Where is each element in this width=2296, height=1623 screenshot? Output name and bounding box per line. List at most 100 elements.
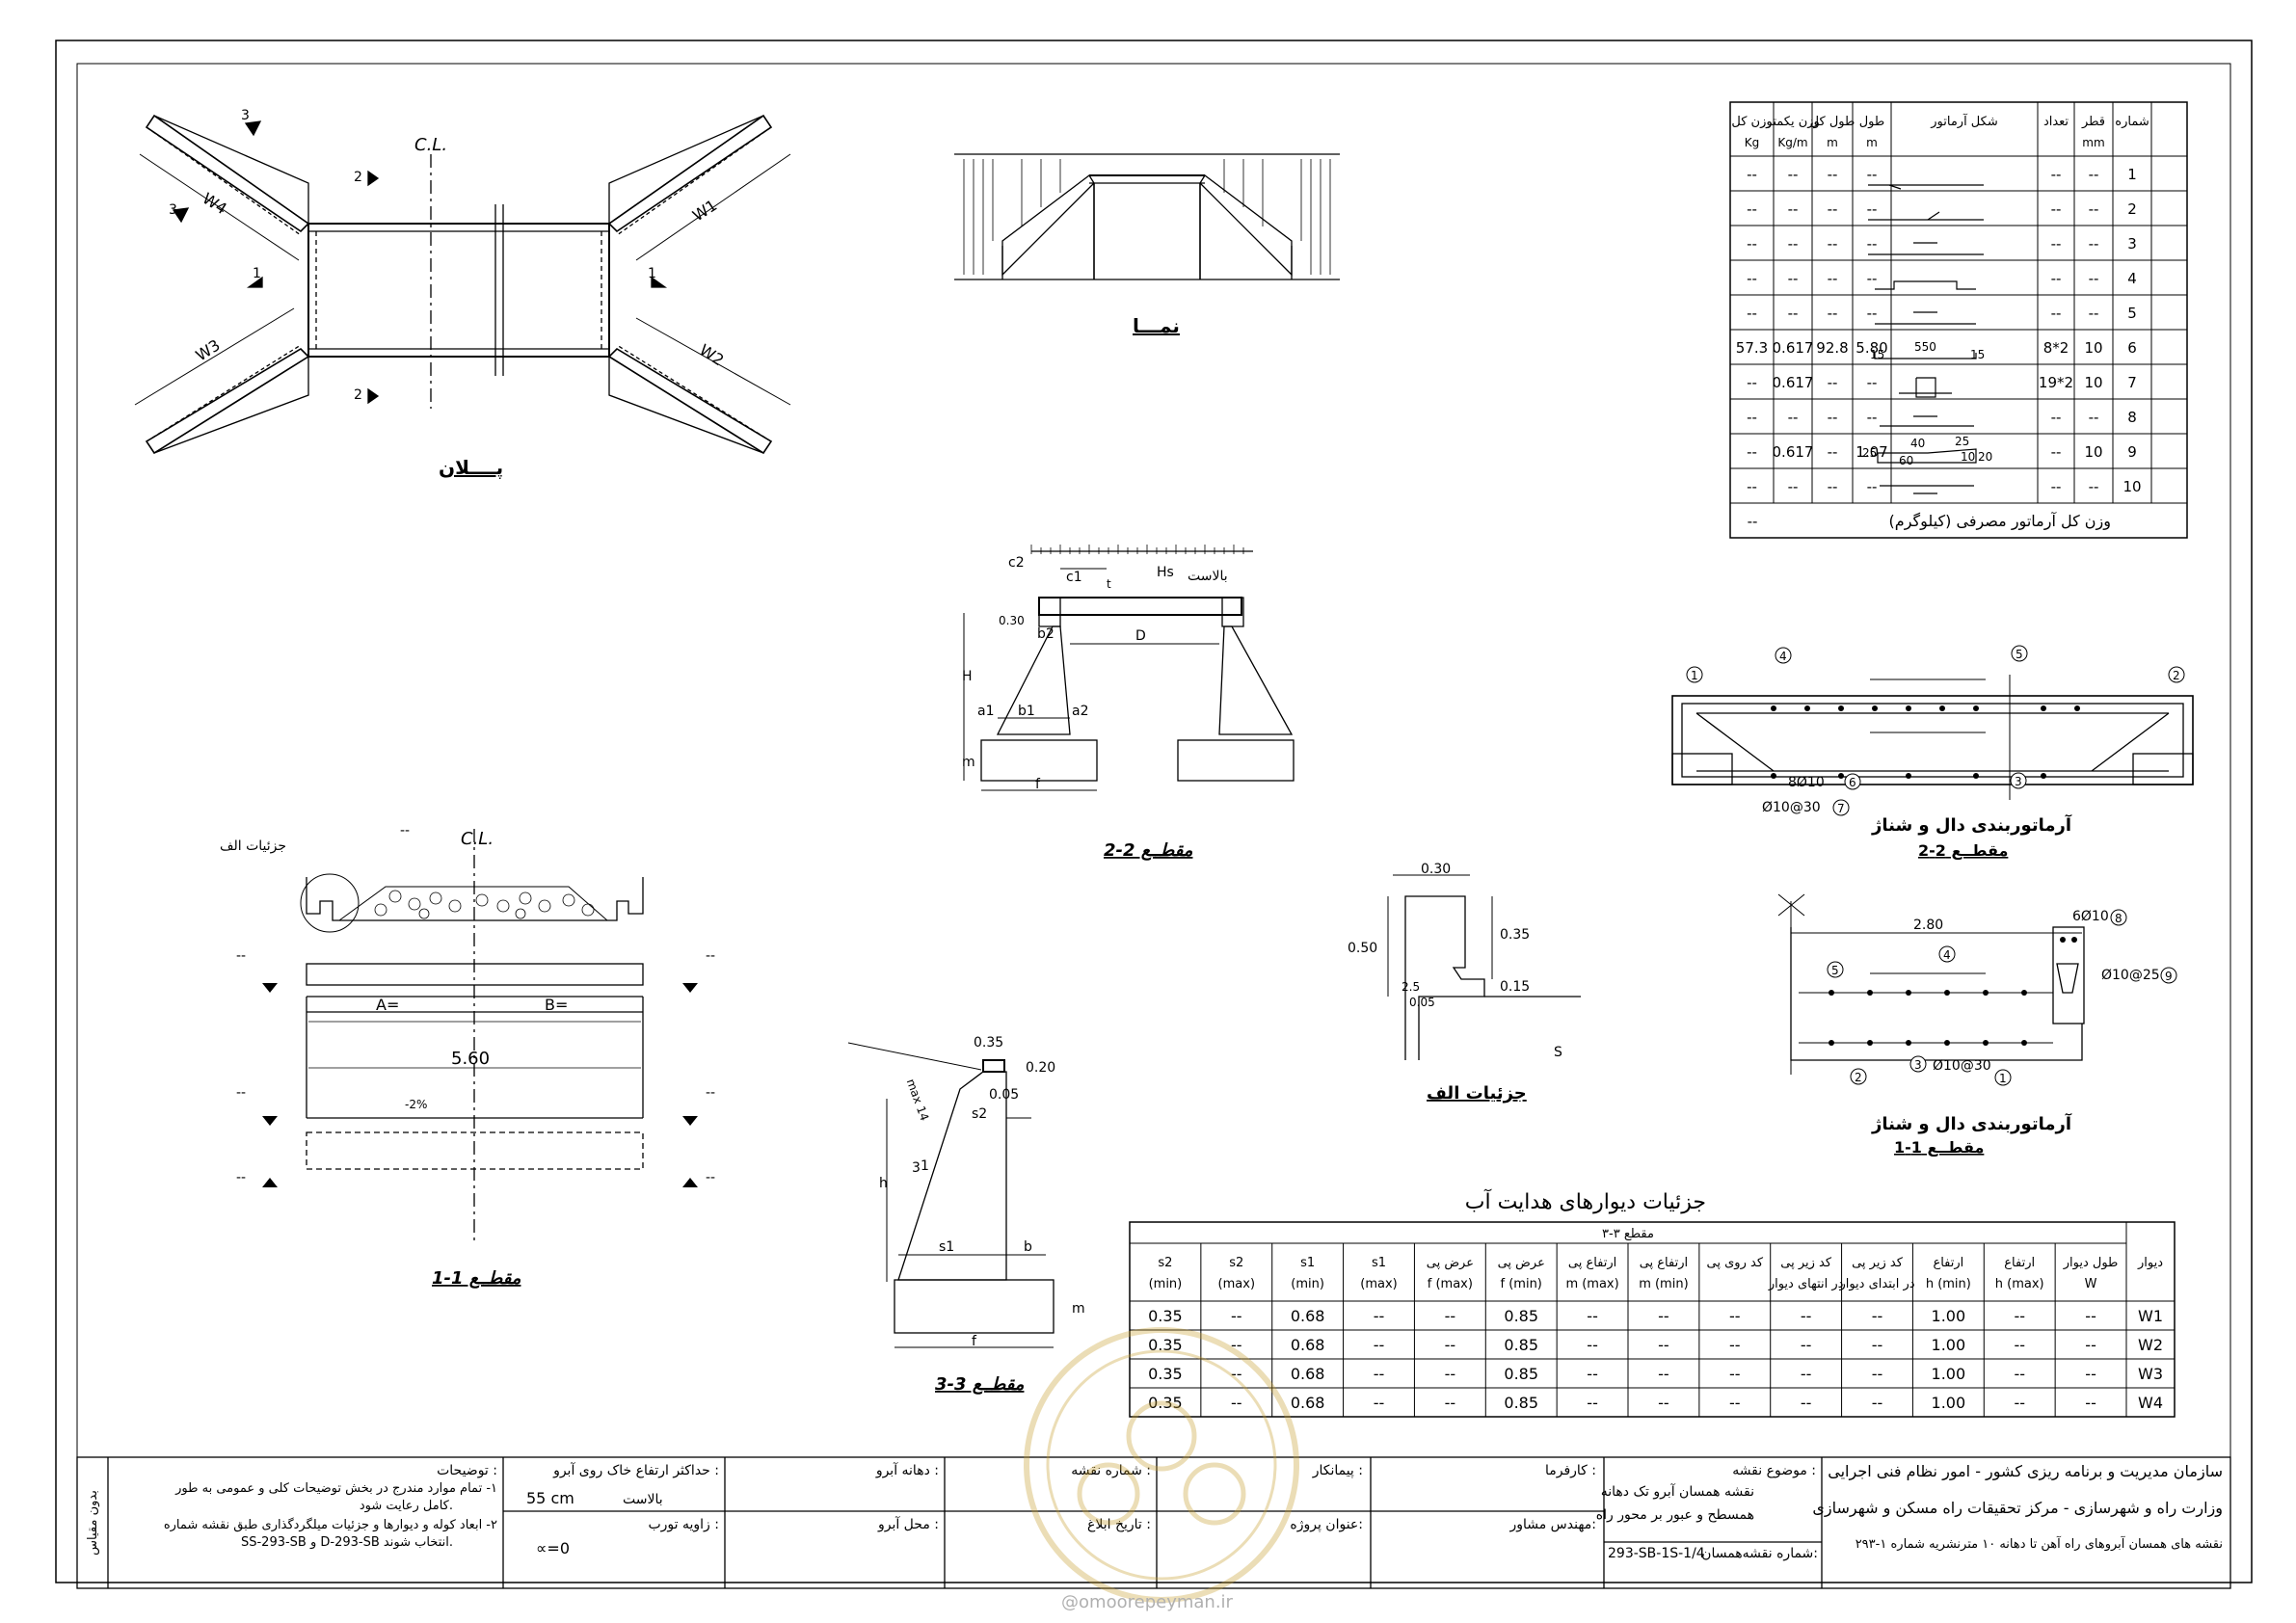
detail-a-label-S: S [1554, 1045, 1562, 1060]
rebar-table-cell: -- [2051, 443, 2062, 461]
rebar-total-value: -- [1748, 513, 1758, 530]
walls-table-cell: -- [1445, 1307, 1456, 1325]
title-org-line1: سازمان مدیریت و برنامه ریزی کشور - امور … [1828, 1462, 2223, 1481]
walls-header-cell: عرض پی [1498, 1256, 1545, 1270]
section-33-title: مقطــع 3-3 [935, 1374, 1025, 1395]
section-22-label-c1: c1 [1066, 570, 1082, 585]
walls-table-cell: -- [2014, 1336, 2025, 1354]
walls-table-cell: -- [1872, 1365, 1883, 1383]
rebar-table-cell: -- [2051, 200, 2062, 218]
walls-header-cell: دیوار [2137, 1256, 2163, 1270]
rebar-table-cell: -- [1747, 235, 1757, 253]
walls-table-cell: 0.35 [1148, 1336, 1183, 1354]
walls-table-cell: -- [1374, 1307, 1385, 1325]
walls-header-unit: m (max) [1565, 1277, 1618, 1291]
rebar-table-cell: 57.3 [1736, 339, 1768, 357]
slab-22-bars [1771, 705, 2080, 779]
slab-11-title1: آرماتوربندی دال و شناژ [1871, 1112, 2072, 1134]
title-consultant: مهندس مشاور: [1508, 1517, 1596, 1532]
title-skew-value: ∝=0 [536, 1539, 570, 1557]
title-employer: کارفرما : [1545, 1463, 1596, 1478]
walls-table-cell: 1.00 [1932, 1394, 1966, 1412]
walls-table-cell: -- [1658, 1394, 1669, 1412]
title-location: محل آبرو : [877, 1516, 939, 1532]
walls-table-cell: -- [2014, 1394, 2025, 1412]
rebar-header-unit: mm [2082, 136, 2104, 149]
rebar-table-cell: -- [1867, 200, 1878, 218]
walls-table-cell: 0.35 [1148, 1365, 1183, 1383]
rebar-table-cell: 4 [2127, 270, 2137, 287]
section-11-level-right-3: -- [706, 1170, 715, 1185]
walls-table-cell: -- [2014, 1365, 2025, 1383]
section-22-title: مقطــع 2-2 [1104, 840, 1193, 861]
detail-a-label-030: 0.30 [1421, 862, 1451, 877]
plan-cut-2-bottom: 2 [354, 387, 362, 403]
rebar-table-cell: -- [2089, 478, 2099, 495]
slab-22-view [1671, 675, 2194, 800]
rebar-table-cell: 8*2 [2043, 339, 2069, 357]
walls-header-unit: W [2085, 1277, 2097, 1291]
rebar-table-cell: -- [1867, 478, 1878, 495]
rebar-table-cell: -- [2051, 270, 2062, 287]
rebar-header-cell: شماره [2115, 115, 2149, 129]
slab-22-callout-5: 5 [2016, 648, 2023, 661]
walls-header-cell: کد زیر پی [1852, 1256, 1904, 1270]
outer-frame [55, 40, 2253, 1583]
rebar-table-cell: -- [1867, 409, 1878, 426]
title-std-no: 293-SB-1S-1/4 [1608, 1546, 1705, 1561]
slab-22-callout-6: 6 [1849, 776, 1856, 789]
section-22-label-H: H [962, 669, 973, 684]
walls-table-cell: -- [1374, 1336, 1385, 1354]
walls-table-cell: -- [1872, 1394, 1883, 1412]
slab-22-bar7: Ø10@30 [1762, 800, 1821, 815]
walls-header-cell: s1 [1372, 1256, 1386, 1270]
title-org-line3: نقشه های همسان آبروهای راه آهن تا دهانه … [1855, 1535, 2223, 1552]
rebar-table-cell: -- [1788, 409, 1799, 426]
walls-table-cell: -- [1587, 1365, 1598, 1383]
section-33-view [847, 1042, 1055, 1348]
rebar-table-cell: 5.80 [1855, 339, 1887, 357]
section-33-label-035: 0.35 [974, 1035, 1003, 1051]
walls-table-cell: -- [1729, 1336, 1741, 1354]
walls-table-cell: -- [2085, 1394, 2096, 1412]
rebar-table-cell: 1.07 [1855, 443, 1887, 461]
rebar-shape9-d: 60 [1899, 454, 1913, 467]
rebar-table-cell: -- [1747, 443, 1757, 461]
plan-cut-1-right: 1 [648, 266, 656, 281]
section-11-ballast-stones [374, 890, 595, 919]
slab-11-callout-1: 1 [1999, 1072, 2007, 1085]
plan-cut-3-mid: 3 [169, 202, 177, 218]
rebar-table-cell: -- [1747, 374, 1757, 391]
walls-table-cell: -- [2085, 1365, 2096, 1383]
section-33-label-s2: s2 [972, 1106, 987, 1122]
rebar-table-cell: -- [2051, 409, 2062, 426]
section-33-label-3: 3 [912, 1160, 921, 1176]
rebar-shape9-f: 20 [1978, 450, 1992, 464]
walls-section-label: مقطع ٣-٣ [1602, 1227, 1654, 1241]
rebar-header-unit: Kg [1745, 136, 1760, 149]
walls-table-cell: -- [2085, 1307, 2096, 1325]
section-33-label-005: 0.05 [989, 1087, 1019, 1103]
walls-table-cell: -- [1729, 1394, 1741, 1412]
section-33-label-m: m [1072, 1301, 1085, 1317]
plan-label-w3: W3 [193, 335, 224, 364]
rebar-table-cell: -- [1747, 270, 1757, 287]
rebar-table-cell: 2 [2127, 200, 2137, 218]
slab-11-callout-4: 4 [1943, 948, 1951, 962]
rebar-table-shapes [1868, 184, 1984, 494]
slab-11-bars [1829, 937, 2077, 1046]
rebar-table-cell: -- [1788, 235, 1799, 253]
walls-table-cell: W1 [2138, 1307, 2163, 1325]
watermark-seal [1024, 1327, 1299, 1603]
rebar-table-cell: 19*2 [2039, 374, 2073, 391]
section-11-level-right-1: -- [706, 948, 715, 964]
rebar-header-cell: قطر [2081, 115, 2105, 129]
plan-view [134, 114, 791, 455]
walls-table-cell: -- [1374, 1365, 1385, 1383]
slab-22-title2: مقطــع 2-2 [1918, 841, 2008, 860]
walls-table-cell: 0.68 [1291, 1307, 1325, 1325]
plan-cl-label: C.L. [414, 135, 447, 155]
rebar-table-cell: -- [2051, 235, 2062, 253]
slab-22-callout-circles [1686, 645, 2185, 816]
rebar-table-cell: -- [2051, 478, 2062, 495]
